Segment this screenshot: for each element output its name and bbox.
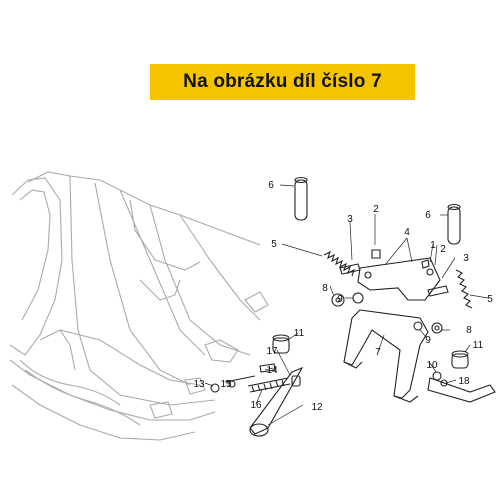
pin-part-6-right <box>447 206 461 245</box>
callout-label: 3 <box>347 214 353 225</box>
callout-label: 8 <box>322 283 328 294</box>
callout-label: 9 <box>425 335 431 346</box>
leader-lines <box>204 184 489 426</box>
bushing-part-11-left <box>272 337 290 354</box>
callout-label: 5 <box>271 239 277 250</box>
callout-label: 18 <box>458 376 470 387</box>
callout-label: 5 <box>487 294 493 305</box>
callout-label: 13 <box>193 379 205 390</box>
callout-label: 3 <box>463 253 469 264</box>
callout-label: 11 <box>473 340 484 351</box>
banner-text: Na obrázku díl číslo 7 <box>183 71 382 92</box>
side-stand-part-12 <box>249 366 304 435</box>
spring-part-5-left <box>323 250 355 277</box>
callout-label: 2 <box>440 244 446 255</box>
callout-label: 6 <box>268 180 274 191</box>
highlight-banner: Na obrázku díl číslo 7 <box>150 64 415 100</box>
callout-label: 14 <box>266 365 278 376</box>
callout-label: 1 <box>430 240 436 251</box>
callout-label: 9 <box>337 294 343 305</box>
pin-part-6-left <box>294 179 308 221</box>
callout-label: 17 <box>266 346 278 357</box>
callout-label: 11 <box>294 328 305 339</box>
bushing-part-11-right <box>451 353 469 369</box>
stand-parts <box>210 176 496 437</box>
bracket-part-4 <box>357 257 441 301</box>
callout-label: 10 <box>426 360 438 371</box>
callout-label: 15 <box>220 379 232 390</box>
callout-label: 12 <box>311 402 323 413</box>
callout-label: 8 <box>466 325 472 336</box>
callout-labels: 6 6 2 2 3 3 4 1 5 5 8 8 9 9 11 11 7 10 1… <box>193 180 493 413</box>
callout-label: 7 <box>375 347 381 358</box>
callout-label: 6 <box>425 210 431 221</box>
callout-label: 2 <box>373 204 379 215</box>
spring-part-5-right <box>455 269 473 309</box>
callout-label: 16 <box>250 400 262 411</box>
scooter-frame <box>9 171 269 441</box>
callout-label: 4 <box>404 227 410 238</box>
